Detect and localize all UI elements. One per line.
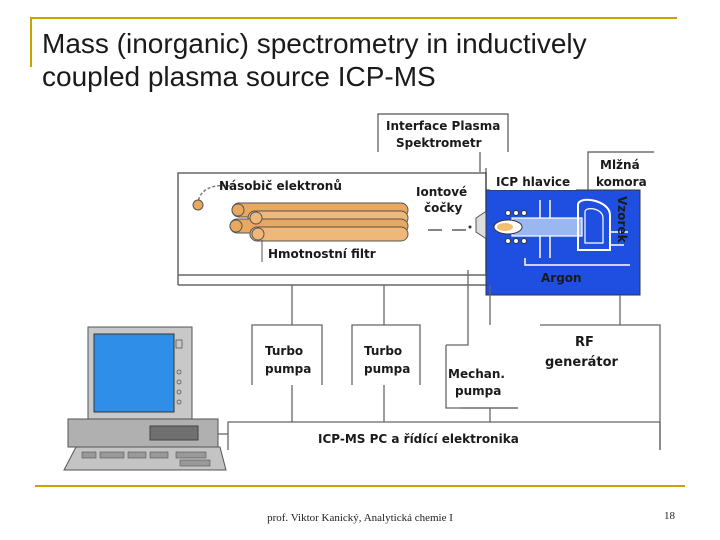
ion-lenses-label-line-2: čočky	[424, 201, 462, 215]
footer-accent-bar	[35, 485, 685, 487]
rf-generator-label-line-2: generátor	[545, 355, 619, 370]
mass-filter-rods: Hmotnostní filtr	[229, 202, 409, 262]
mechanical-pump-label-line-1: Mechan.	[448, 367, 505, 381]
turbo-pump-2-label-line-1: Turbo	[364, 344, 402, 358]
title-accent-bar-left	[30, 17, 32, 67]
spray-chamber-label-line-2: komora	[596, 175, 647, 189]
argon-label: Argon	[541, 271, 582, 285]
mechanical-pump: Mechan. pumpa	[445, 345, 518, 409]
turbo-pump-1-label-line-2: pumpa	[265, 362, 311, 376]
slide-title: Mass (inorganic) spectrometry in inducti…	[42, 27, 682, 93]
pc-electronics-label: ICP-MS PC a řídící elektronika	[318, 432, 519, 446]
turbo-pump-2-label-line-2: pumpa	[364, 362, 410, 376]
turbo-pump-1-label-line-1: Turbo	[265, 344, 303, 358]
title-accent-bar	[30, 17, 677, 19]
rf-generator-label-line-1: RF	[575, 335, 594, 350]
icp-torch-label-group: ICP hlavice	[485, 168, 576, 190]
title-line-2: coupled plasma source ICP-MS	[42, 61, 436, 92]
electron-multiplier: Násobič elektronů	[192, 179, 342, 211]
sample-label: Vzorek	[615, 196, 629, 244]
electron-multiplier-label: Násobič elektronů	[219, 179, 342, 193]
spray-chamber-label-line-1: Mlžná	[600, 158, 640, 172]
rf-generator: RF generátor	[540, 324, 661, 408]
interface-label: Interface Plasma Spektrometr	[377, 113, 509, 172]
icp-torch-label: ICP hlavice	[496, 175, 570, 189]
icp-torch-box: Argon Vzorek	[485, 189, 641, 296]
interface-label-line-1: Interface Plasma	[386, 119, 500, 133]
title-line-1: Mass (inorganic) spectrometry in inducti…	[42, 28, 587, 59]
computer-icon	[63, 326, 228, 471]
mechanical-pump-label-line-2: pumpa	[455, 384, 501, 398]
spray-chamber-label-group: Mlžná komora	[587, 151, 654, 190]
page-number: 18	[664, 510, 675, 522]
pc-electronics-bar: ICP-MS PC a řídící elektronika	[227, 421, 661, 450]
turbo-pump-2: Turbo pumpa	[351, 324, 421, 385]
turbo-pump-1: Turbo pumpa	[251, 324, 323, 385]
footer-author: prof. Viktor Kanický, Analytická chemie …	[267, 512, 453, 524]
pump-connections	[291, 270, 621, 346]
interface-label-line-2: Spektrometr	[396, 136, 482, 150]
mass-filter-label: Hmotnostní filtr	[268, 247, 376, 261]
ion-lenses-label-line-1: Iontové	[416, 185, 467, 199]
ion-lenses: Iontové čočky	[416, 185, 472, 231]
